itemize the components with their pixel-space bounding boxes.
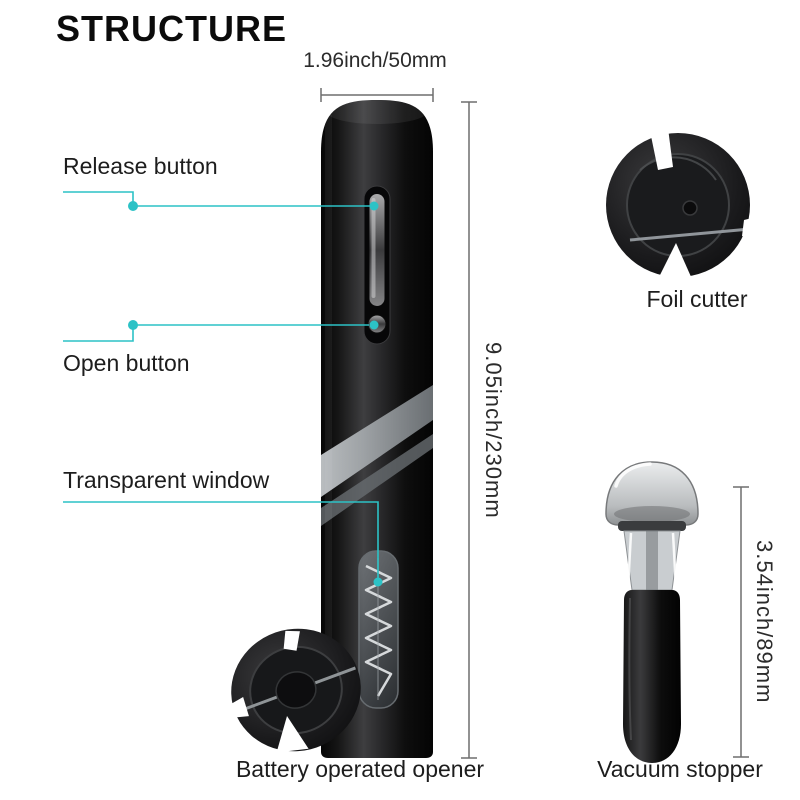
foil-cutter-label: Foil cutter <box>646 286 748 312</box>
leader-dots <box>128 201 383 587</box>
page-title: STRUCTURE <box>56 8 287 49</box>
transparent-window-leader <box>63 501 379 580</box>
open-button-label: Open button <box>63 350 190 376</box>
transparent-window-label: Transparent window <box>63 467 270 493</box>
opener-reflections <box>321 100 433 735</box>
stopper-height-dimension-label: 3.54inch/89mm <box>752 540 777 704</box>
leader-lines <box>63 191 379 580</box>
opener-height-dimension-label: 9.05inch/230mm <box>481 341 506 519</box>
vacuum-stopper-label: Vacuum stopper <box>597 756 763 782</box>
release-button-leader <box>63 191 371 207</box>
release-button-highlight <box>371 198 376 298</box>
dimension-lines <box>320 88 749 759</box>
corkscrew-spiral <box>364 564 393 697</box>
opener-width-dimension-label: 1.96inch/50mm <box>303 49 447 72</box>
attached-foil-cutter-illustration <box>230 628 361 753</box>
battery-opener-label: Battery operated opener <box>235 756 485 782</box>
vacuum-stopper-illustration <box>605 461 699 763</box>
foil-cutter-illustration <box>606 128 752 279</box>
opener-illustration <box>321 100 433 758</box>
open-button-leader <box>63 324 369 342</box>
release-button-label: Release button <box>63 153 218 179</box>
